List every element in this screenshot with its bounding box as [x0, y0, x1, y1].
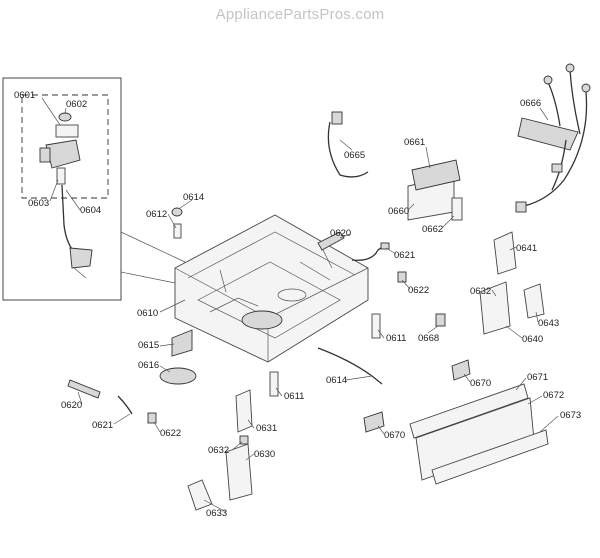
label-0668: 0668 [418, 333, 439, 344]
label-0622-b: 0622 [160, 428, 181, 439]
label-0603: 0603 [28, 198, 49, 209]
label-0602: 0602 [66, 99, 87, 110]
label-0611-b: 0611 [284, 391, 304, 402]
label-0620-a: 0620 [330, 228, 351, 239]
wiring-harness [515, 63, 591, 213]
label-0633: 0633 [206, 508, 227, 519]
label-0615: 0615 [138, 340, 159, 351]
label-0630: 0630 [254, 449, 275, 460]
leader-lines [41, 97, 559, 513]
label-0632-b: 0632 [208, 445, 229, 456]
label-0672: 0672 [543, 390, 564, 401]
label-0670-a: 0670 [470, 378, 491, 389]
label-0666: 0666 [520, 98, 541, 109]
label-0610: 0610 [137, 308, 158, 319]
label-0612: 0612 [146, 209, 167, 220]
label-0631: 0631 [256, 423, 277, 434]
label-0621-b: 0621 [92, 420, 113, 431]
detail-inset [2, 77, 186, 301]
label-0671: 0671 [527, 372, 548, 383]
label-0661: 0661 [404, 137, 425, 148]
brackets-left [159, 329, 253, 511]
part-labels: 0601 0602 0603 0604 0610 0611 0611 0612 … [14, 90, 581, 519]
label-0632-a: 0632 [470, 286, 491, 297]
label-0665: 0665 [344, 150, 365, 161]
valve-assembly [39, 112, 93, 279]
label-0622-a: 0622 [408, 285, 429, 296]
label-0604: 0604 [80, 205, 101, 216]
label-0601: 0601 [14, 90, 35, 101]
base-frame [174, 214, 369, 363]
label-0660: 0660 [388, 206, 409, 217]
label-0641: 0641 [516, 243, 537, 254]
label-0620-b: 0620 [61, 400, 82, 411]
label-0621-a: 0621 [394, 250, 415, 261]
brackets-right [479, 231, 545, 335]
label-0611-a: 0611 [386, 333, 406, 344]
screws [171, 207, 446, 397]
label-0640: 0640 [522, 334, 543, 345]
label-0614-b: 0614 [326, 375, 347, 386]
label-0643: 0643 [538, 318, 559, 329]
label-0614-a: 0614 [183, 192, 204, 203]
label-0616: 0616 [138, 360, 159, 371]
label-0673: 0673 [560, 410, 581, 421]
watermark: AppliancePartsPros.com [215, 6, 385, 23]
label-0670-b: 0670 [384, 430, 405, 441]
control-housing [407, 159, 463, 221]
label-0662: 0662 [422, 224, 443, 235]
kick-panels [409, 383, 549, 485]
